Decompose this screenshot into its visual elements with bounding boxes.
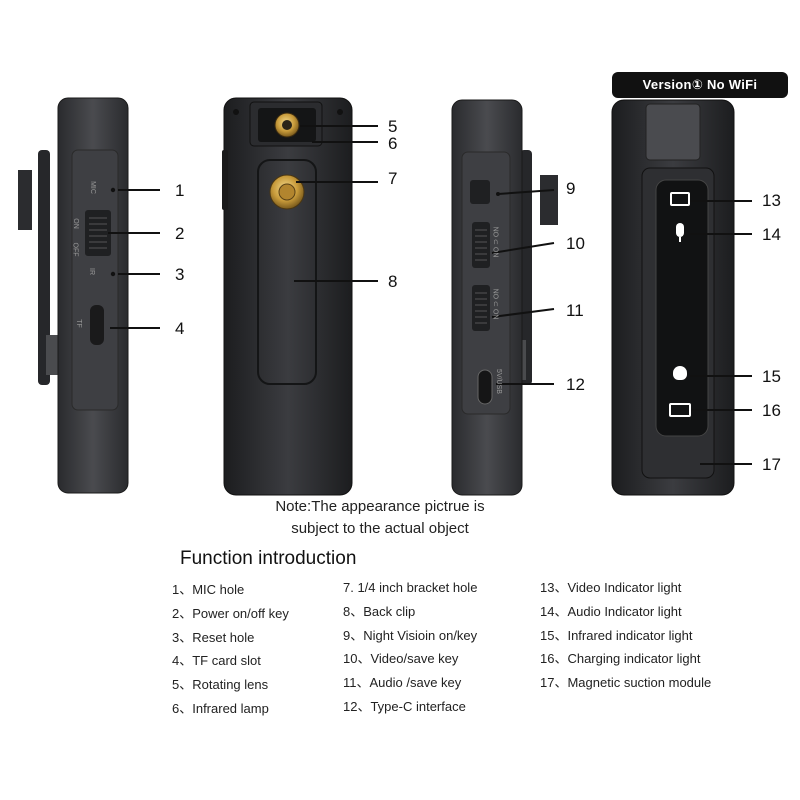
callout-1: 1 <box>175 181 185 200</box>
tf-card-slot <box>90 305 104 345</box>
version-badge: Version① No WiFi <box>612 72 788 98</box>
night-vision-key <box>470 180 490 204</box>
callout-13: 13 <box>762 191 781 210</box>
power-switch <box>85 210 111 256</box>
callout-12: 12 <box>566 375 585 394</box>
appearance-note: Note:The appearance pictrue is subject t… <box>230 496 530 540</box>
callout-14: 14 <box>762 225 781 244</box>
device-left-side <box>18 97 129 494</box>
video-camera-icon <box>670 192 690 206</box>
device-illustrations <box>18 97 752 496</box>
list-item: 12、Type-C interface <box>343 698 466 714</box>
microphone-icon <box>676 223 684 237</box>
function-list-col3: 13、Video Indicator light 14、Audio Indica… <box>540 576 711 695</box>
callout-9: 9 <box>566 179 576 198</box>
list-item: 11、Audio /save key <box>343 675 462 691</box>
tf-label: TF <box>74 319 82 328</box>
back-clip <box>257 159 317 385</box>
mic-label: MIC <box>88 181 96 194</box>
callout-10: 10 <box>566 234 585 253</box>
usb-label: 5V/USB <box>494 369 502 394</box>
callout-lines <box>108 125 752 465</box>
battery-charging-icon <box>669 403 691 417</box>
list-item: 15、Infrared indicator light <box>540 627 693 643</box>
type-c-port <box>477 369 493 405</box>
note-line-2: subject to the actual object <box>291 520 469 537</box>
list-item: 1、MIC hole <box>172 582 245 597</box>
callout-15: 15 <box>762 367 781 386</box>
microphone-stand <box>679 237 681 242</box>
list-item: 14、Audio Indicator light <box>540 603 682 619</box>
list-item: 4、TF card slot <box>172 653 261 669</box>
list-item: 10、Video/save key <box>343 651 459 667</box>
function-heading: Function introduction <box>180 548 357 569</box>
note-line-1: Note:The appearance pictrue is <box>275 498 485 515</box>
list-item: 13、Video Indicator light <box>540 580 682 595</box>
ir-label: IR <box>88 268 95 275</box>
callout-8: 8 <box>388 272 398 291</box>
on-label: ON <box>71 218 79 229</box>
callout-16: 16 <box>762 401 781 420</box>
callout-4: 4 <box>175 319 185 338</box>
callout-5: 5 <box>388 117 398 136</box>
device-right-side <box>451 99 558 496</box>
video-switch-label: NO ⊂ ON <box>491 226 499 258</box>
audio-switch-label: NO ⊂ ON <box>491 288 499 320</box>
mic-hole <box>110 187 116 193</box>
callout-6: 6 <box>388 134 398 153</box>
list-item: 16、Charging indicator light <box>540 651 701 667</box>
list-item: 6、Infrared lamp <box>172 700 269 716</box>
list-item: 7. 1/4 inch bracket hole <box>343 580 478 595</box>
off-label: OFF <box>71 242 79 257</box>
list-item: 3、Reset hole <box>172 629 255 645</box>
callout-11: 11 <box>566 301 584 320</box>
function-list-col2: 7. 1/4 inch bracket hole 8、Back clip 9、N… <box>343 576 477 719</box>
function-list-col1: 1、MIC hole 2、Power on/off key 3、Reset ho… <box>172 578 289 721</box>
callout-2: 2 <box>175 224 185 243</box>
list-item: 9、Night Visioin on/key <box>343 627 478 643</box>
device-front <box>222 97 353 496</box>
reset-hole <box>110 271 116 277</box>
audio-save-key <box>472 285 490 331</box>
list-item: 8、Back clip <box>343 603 416 619</box>
infrared-bulb-icon <box>673 366 687 380</box>
callout-3: 3 <box>175 265 185 284</box>
list-item: 5、Rotating lens <box>172 677 269 693</box>
list-item: 17、Magnetic suction module <box>540 675 712 691</box>
list-item: 2、Power on/off key <box>172 605 289 621</box>
device-back <box>611 99 735 496</box>
callout-7: 7 <box>388 169 398 188</box>
callout-17: 17 <box>762 455 781 474</box>
video-save-key <box>472 222 490 268</box>
